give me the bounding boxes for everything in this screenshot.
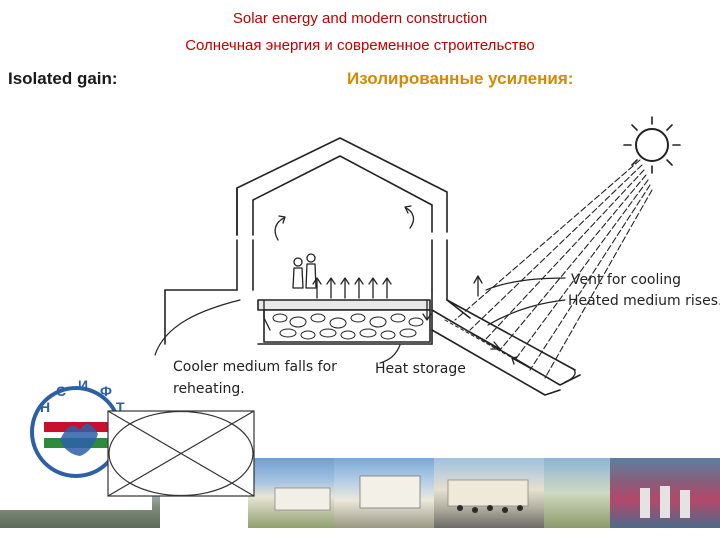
heated-medium-label: Heated medium rises. [568,293,720,309]
people-figures [292,253,317,289]
solar-collector [431,299,581,396]
collector-flow-arrows [469,331,576,383]
cooler-medium-label-line1: Cooler medium falls for [173,359,337,375]
section-label-ru: Изолированные усиления: [347,69,574,88]
rising-air-arrows [312,277,392,299]
logo-letter-4: Ф [100,383,112,399]
label-leader-lines [154,277,566,364]
house-outline [164,137,471,345]
convection-arrows [263,205,432,331]
sun-rays [454,159,653,379]
logo-letter-1: Н [40,399,50,415]
placeholder-image-box [107,410,255,497]
logo-letter-5: Т [116,399,125,415]
cooler-medium-label-line2: reheating. [173,381,245,397]
section-label-en: Isolated gain: [8,69,118,88]
landscape-photo [544,458,610,528]
page-title-en: Solar energy and modern construction [232,10,488,27]
vent-arrow [473,275,483,297]
logo-letter-2: С [56,383,66,399]
sun-icon [623,116,681,174]
logo-letter-3: И [78,377,88,393]
heat-storage-label: Heat storage [375,361,466,377]
heat-storage-bed [257,289,433,345]
vent-label: Vent for cooling [571,272,681,288]
page-title-ru: Солнечная энергия и современное строител… [185,37,535,54]
